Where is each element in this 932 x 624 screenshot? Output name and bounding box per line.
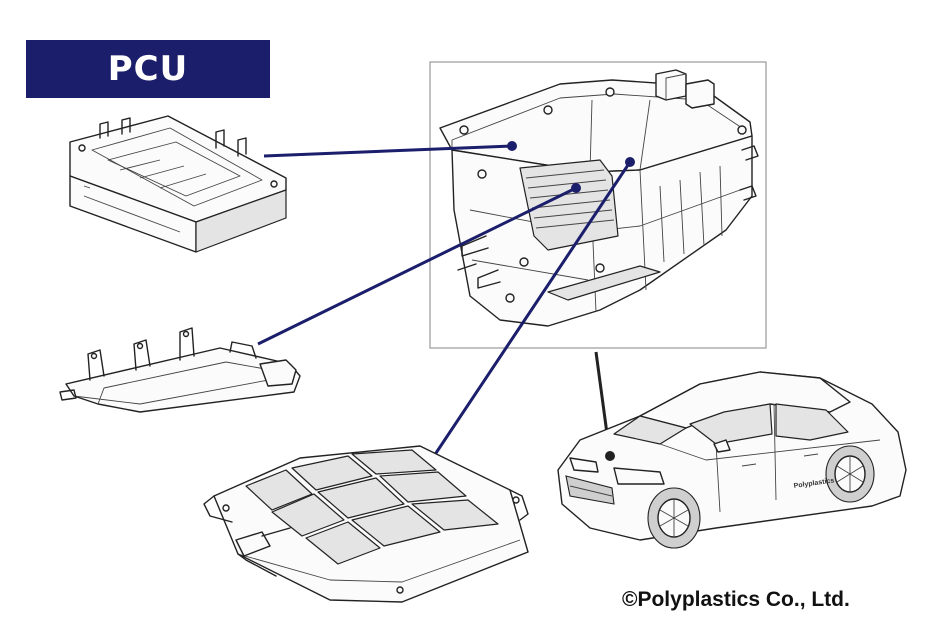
part-bus-bar [59, 327, 301, 413]
leader-bus-bar [257, 186, 577, 346]
title-banner: PCU [26, 40, 270, 98]
pcu-unit-inset [429, 61, 767, 349]
leader-lines [257, 144, 632, 463]
dot-car-pcu-location [605, 451, 615, 461]
copyright-text: ©Polyplastics Co., Ltd. [622, 588, 850, 611]
copyright-notice: ©Polyplastics Co., Ltd. [622, 588, 850, 612]
part-power-module [203, 445, 529, 603]
title-label: PCU [107, 49, 189, 89]
car-illustration: Polyplastics [557, 371, 907, 549]
leader-housing-cover [263, 144, 513, 158]
leader-power-module [428, 161, 632, 463]
part-housing-cover [69, 115, 287, 253]
